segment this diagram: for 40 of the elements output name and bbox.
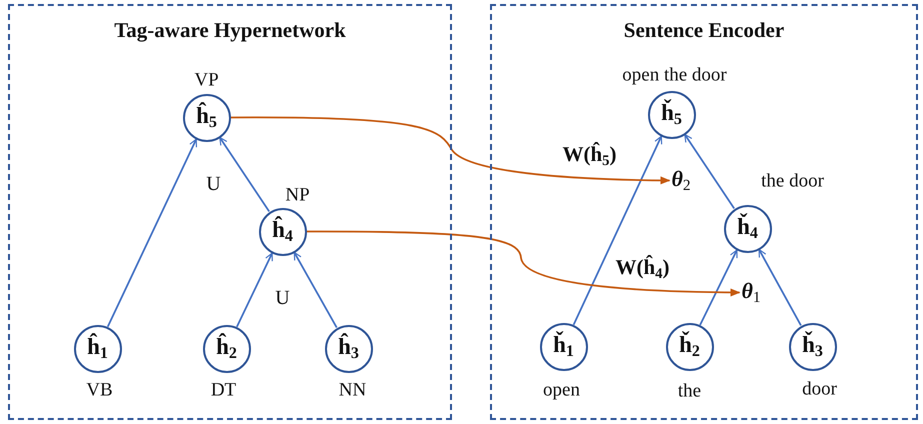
weight-label: U: [206, 172, 221, 194]
node-circle: ĥ$_{3}$: [324, 324, 372, 372]
edge-label: W(ĥ$_{5}$): [560, 142, 619, 168]
node-caption: open the door: [622, 65, 727, 86]
node-circle: ȟ$_{2}$: [666, 322, 714, 370]
curved-arrow: [230, 116, 670, 184]
node-caption: VB: [86, 380, 113, 401]
node-caption: DT: [210, 380, 236, 401]
node-circle: ȟ$_{5}$: [648, 90, 696, 138]
arrow: [684, 134, 735, 210]
node-caption: the: [678, 381, 702, 402]
node-circle: ȟ$_{1}$: [540, 322, 588, 370]
curved-arrow: [306, 230, 740, 296]
node-circle: ȟ$_{3}$: [788, 322, 836, 370]
node-circle: ȟ$_{4}$: [724, 204, 772, 252]
node-caption: open: [543, 380, 580, 401]
arrow: [699, 249, 738, 326]
panel-box: [8, 4, 452, 420]
edge-label: W(ĥ$_{4}$): [613, 256, 672, 282]
node-circle: ĥ$_{2}$: [202, 324, 250, 372]
arrow: [236, 252, 273, 328]
arrow: [572, 136, 662, 326]
arrow: [758, 248, 802, 326]
node-caption: VP: [194, 70, 219, 91]
panel-box: [490, 4, 918, 420]
panel-title: Sentence Encoder: [624, 18, 784, 43]
parameter-label: θ$_{1}$: [742, 278, 761, 306]
node-circle: ĥ$_{4}$: [258, 208, 306, 256]
arrow: [106, 138, 198, 328]
node-circle: ĥ$_{1}$: [74, 324, 122, 372]
node-circle: ĥ$_{5}$: [182, 94, 230, 142]
weight-label: U: [275, 286, 290, 308]
node-caption: NP: [285, 185, 310, 206]
panel-title: Tag-aware Hypernetwork: [114, 18, 346, 43]
node-caption: door: [802, 379, 837, 400]
arrow: [219, 136, 270, 212]
arrow: [294, 252, 338, 328]
node-caption: NN: [338, 380, 366, 401]
parameter-label: θ$_{2}$: [672, 166, 691, 194]
node-caption: the door: [761, 171, 824, 192]
